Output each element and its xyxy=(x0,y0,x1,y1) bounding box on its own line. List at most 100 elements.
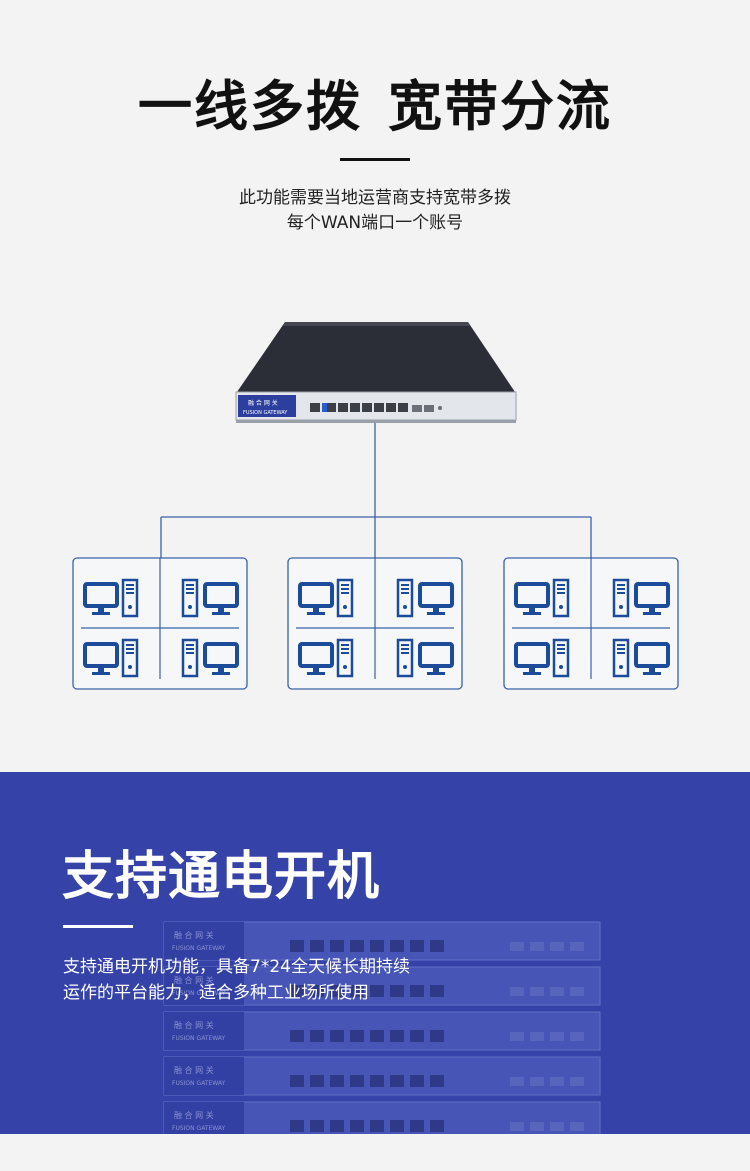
computer xyxy=(514,578,570,618)
stack-port xyxy=(350,1030,364,1042)
stack-brand-cn: 融 合 网 关 xyxy=(174,1110,214,1120)
stack-brand-en: FUSION GATEWAY xyxy=(172,945,226,952)
stack-port xyxy=(370,1075,384,1087)
stack-port xyxy=(310,1030,324,1042)
stack-sfp xyxy=(550,942,564,951)
computer xyxy=(396,638,454,678)
pc-tower-icon xyxy=(121,638,139,678)
title-part-2: 宽带分流 xyxy=(388,75,612,138)
stack-sfp xyxy=(510,1032,524,1041)
pc-tower-icon xyxy=(396,638,414,678)
stack-sfp xyxy=(570,987,584,996)
monitor-icon xyxy=(298,642,334,675)
computer xyxy=(83,578,139,618)
stack-port xyxy=(370,985,384,997)
computer xyxy=(612,638,670,678)
stack-port xyxy=(290,1075,304,1087)
stacked-gateway: 融 合 网 关 FUSION GATEWAY xyxy=(163,1011,601,1051)
usb-port xyxy=(322,403,327,412)
pc-tower-icon xyxy=(612,638,630,678)
ethernet-port xyxy=(362,403,372,412)
stack-port xyxy=(330,940,344,952)
stack-port xyxy=(310,1120,324,1132)
stack-port xyxy=(290,1120,304,1132)
stack-port xyxy=(410,940,424,952)
ethernet-port xyxy=(386,403,396,412)
stack-brand-en: FUSION GATEWAY xyxy=(172,1080,226,1087)
stack-brand-cn: 融 合 网 关 xyxy=(174,975,214,985)
computer xyxy=(514,638,570,678)
stack-sfp xyxy=(570,942,584,951)
stack-port xyxy=(410,1030,424,1042)
desc-line-2: 运作的平台能力，适合多种工业场所使用 xyxy=(63,983,369,1003)
monitor-icon xyxy=(298,582,334,615)
ethernet-port xyxy=(398,403,408,412)
stack-port xyxy=(430,1075,444,1087)
monitor-icon xyxy=(418,642,454,675)
stack-port xyxy=(310,1075,324,1087)
stack-port xyxy=(390,940,404,952)
stack-port xyxy=(430,1120,444,1132)
stack-sfp xyxy=(530,1032,544,1041)
stack-port xyxy=(350,940,364,952)
pc-tower-icon xyxy=(181,638,199,678)
computer xyxy=(298,638,354,678)
footer-strip xyxy=(0,1134,750,1171)
stack-port xyxy=(290,1030,304,1042)
computer xyxy=(181,638,239,678)
desc-line-1: 此功能需要当地运营商支持宽带多拨 xyxy=(239,188,511,208)
stack-port xyxy=(390,1120,404,1132)
stack-port xyxy=(330,1030,344,1042)
computer xyxy=(612,578,670,618)
stack-sfp xyxy=(530,1122,544,1131)
computer-group xyxy=(287,557,463,690)
stack-port xyxy=(390,1030,404,1042)
ethernet-port xyxy=(338,403,348,412)
stack-brand-en: FUSION GATEWAY xyxy=(172,1125,226,1132)
stack-port xyxy=(370,940,384,952)
device-stack-illustration: 融 合 网 关 FUSION GATEWAY 融 合 网 关 FUSION GATEW… xyxy=(163,921,601,1134)
stack-brand-en: FUSION GATEWAY xyxy=(172,990,226,997)
monitor-icon xyxy=(203,642,239,675)
stack-port xyxy=(430,1030,444,1042)
stacked-gateway: 融 合 网 关 FUSION GATEWAY xyxy=(163,1101,601,1134)
pc-tower-icon xyxy=(612,578,630,618)
stack-port xyxy=(430,985,444,997)
pc-tower-icon xyxy=(396,578,414,618)
monitor-icon xyxy=(514,582,550,615)
monitor-icon xyxy=(514,642,550,675)
stack-port xyxy=(310,985,324,997)
stack-port xyxy=(390,1075,404,1087)
stack-port xyxy=(410,985,424,997)
stack-port xyxy=(310,940,324,952)
stack-sfp xyxy=(530,942,544,951)
power-led xyxy=(438,406,442,410)
monitor-icon xyxy=(83,582,119,615)
stack-port xyxy=(430,940,444,952)
computer-group xyxy=(503,557,679,690)
device-ports xyxy=(310,403,442,412)
stacked-gateway: 融 合 网 关 FUSION GATEWAY xyxy=(163,966,601,1006)
stack-brand-en: FUSION GATEWAY xyxy=(172,1035,226,1042)
power-on-section: 融 合 网 关 FUSION GATEWAY 融 合 网 关 FUSION GATEW… xyxy=(0,772,750,1134)
stack-sfp xyxy=(510,1122,524,1131)
stack-port xyxy=(350,1120,364,1132)
stack-port xyxy=(350,1075,364,1087)
monitor-icon xyxy=(634,582,670,615)
desc-line-1: 支持通电开机功能，具备7*24全天候长期持续 xyxy=(63,957,410,977)
stack-port xyxy=(410,1120,424,1132)
device-top-panel xyxy=(237,322,515,392)
stack-port xyxy=(330,1075,344,1087)
gateway-device: 融 合 网 关 FUSION GATEWAY xyxy=(235,391,517,423)
monitor-icon xyxy=(83,642,119,675)
section-description: 此功能需要当地运营商支持宽带多拨 每个WAN端口一个账号 xyxy=(0,186,750,236)
computer-group xyxy=(72,557,248,690)
ethernet-port xyxy=(374,403,384,412)
stack-port xyxy=(290,985,304,997)
network-diagram: 融 合 网 关 FUSION GATEWAY xyxy=(72,322,679,690)
stack-brand-cn: 融 合 网 关 xyxy=(174,1020,214,1030)
pc-tower-icon xyxy=(336,578,354,618)
stack-port xyxy=(370,1030,384,1042)
